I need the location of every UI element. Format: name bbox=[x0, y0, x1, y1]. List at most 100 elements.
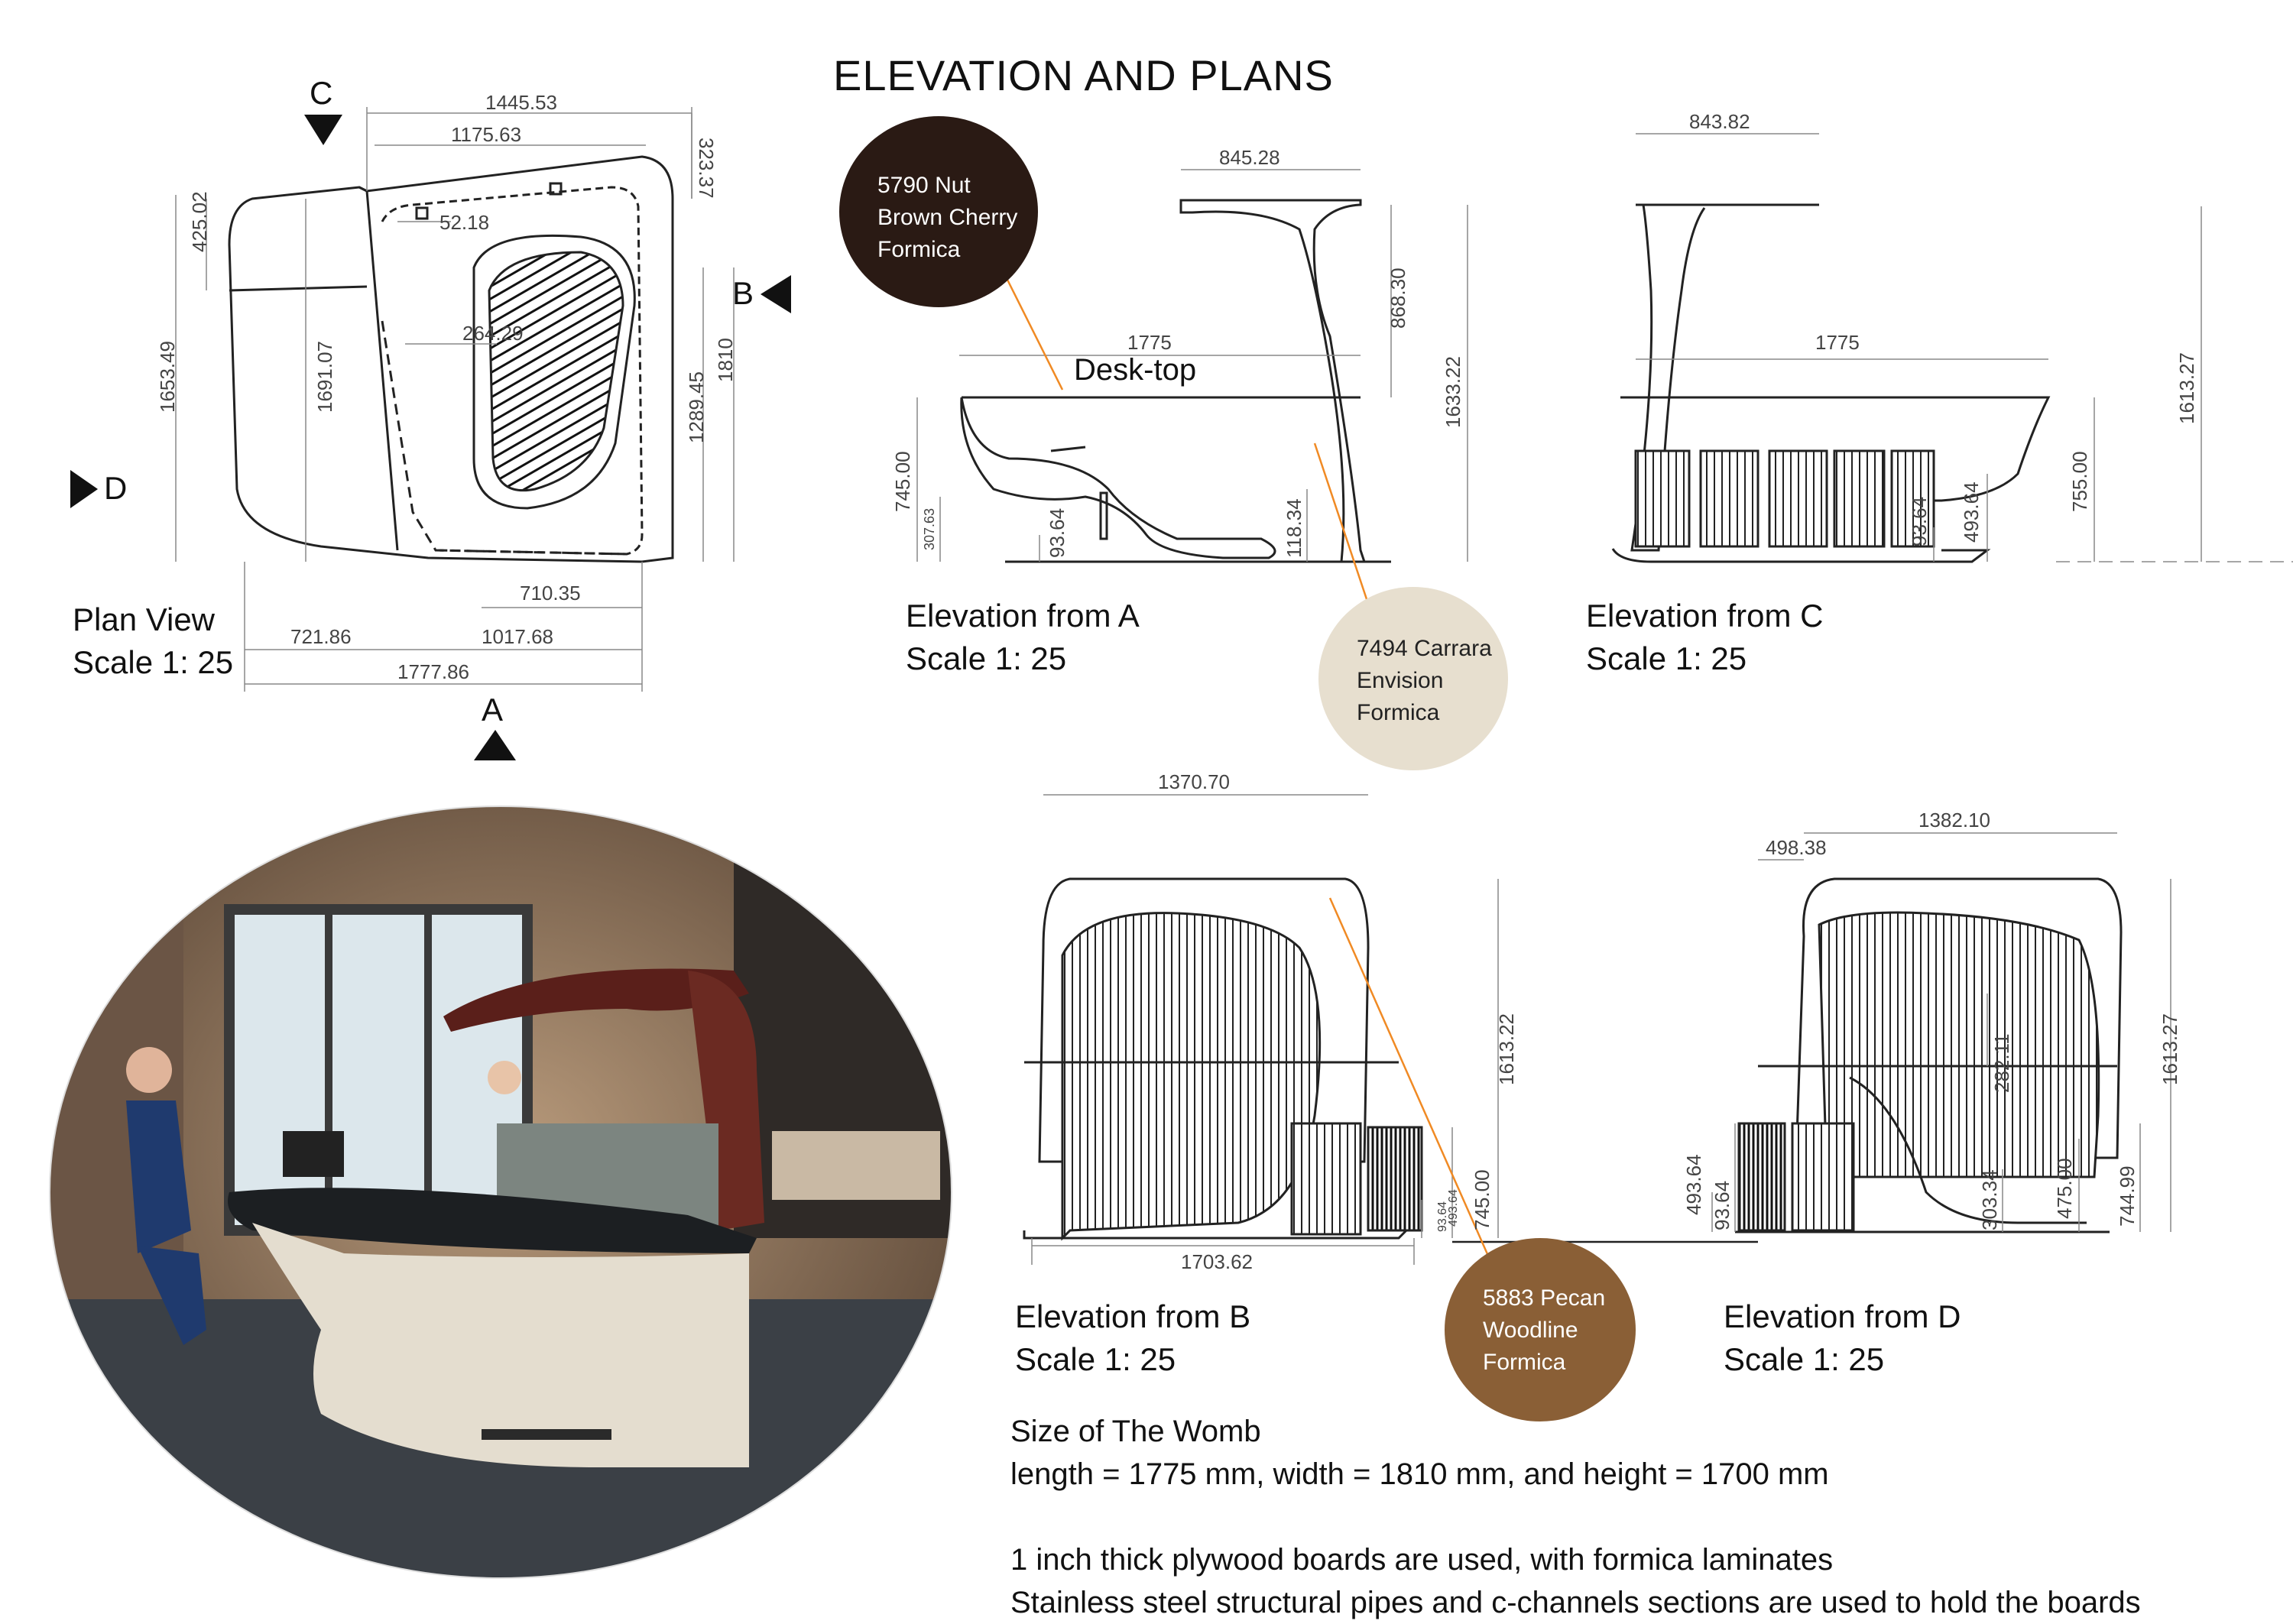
material-label-line: Woodline bbox=[1483, 1318, 1578, 1343]
material-label-line: Formica bbox=[1483, 1350, 1566, 1375]
dim-label: 1613.27 bbox=[2175, 352, 2198, 424]
marker-c-arrow bbox=[304, 115, 342, 145]
material-label-line: Formica bbox=[877, 237, 961, 262]
structure-note: Stainless steel structural pipes and c-c… bbox=[1010, 1586, 2141, 1619]
plan-caption-scale: Scale 1: 25 bbox=[73, 644, 234, 680]
dim-label: 264.29 bbox=[462, 322, 524, 345]
dim-label: 493.64 bbox=[1447, 1189, 1460, 1227]
elevation-d bbox=[1735, 877, 2123, 1233]
dim-label: 475.00 bbox=[2053, 1158, 2076, 1219]
size-heading: Size of The Womb bbox=[1010, 1415, 1261, 1448]
marker-b-arrow bbox=[761, 275, 791, 313]
marker-d-arrow bbox=[70, 470, 98, 508]
dim-label: 425.02 bbox=[188, 191, 211, 252]
dim-label: 843.82 bbox=[1689, 110, 1750, 133]
dim-label: 1810 bbox=[714, 338, 737, 382]
dim-label: 1691.07 bbox=[313, 341, 336, 413]
notes-block: Size of The Womb length = 1775 mm, width… bbox=[1010, 1410, 2141, 1624]
plan-dimension-lines bbox=[175, 107, 735, 692]
dim-label: 1613.22 bbox=[1495, 1013, 1518, 1085]
dim-label: 721.86 bbox=[290, 625, 352, 648]
marker-d-label: D bbox=[104, 470, 128, 506]
dim-label: 1703.62 bbox=[1181, 1250, 1253, 1273]
dim-label: 1382.10 bbox=[1918, 809, 1990, 831]
material-label: 5790 Nut Brown Cherry Formica bbox=[877, 170, 1017, 266]
dim-label: 710.35 bbox=[520, 582, 581, 605]
dim-label: 1633.22 bbox=[1442, 356, 1464, 428]
dim-label: 1017.68 bbox=[482, 625, 553, 648]
plan-caption: Plan View Scale 1: 25 bbox=[73, 598, 233, 684]
material-note: 1 inch thick plywood boards are used, wi… bbox=[1010, 1543, 1834, 1577]
elev-d-caption-scale: Scale 1: 25 bbox=[1724, 1341, 1885, 1377]
elev-c-caption-scale: Scale 1: 25 bbox=[1586, 640, 1747, 676]
dim-label: 1445.53 bbox=[485, 91, 557, 114]
dim-label: 1613.27 bbox=[2158, 1013, 2181, 1085]
elev-b-caption-scale: Scale 1: 25 bbox=[1015, 1341, 1176, 1377]
elevation-d-dim-lines bbox=[1711, 832, 2171, 1232]
elev-a-caption: Elevation from A Scale 1: 25 bbox=[906, 595, 1140, 680]
dim-label: 1289.45 bbox=[685, 371, 708, 443]
material-label: 5883 Pecan Woodline Formica bbox=[1483, 1282, 1605, 1379]
elevation-c-dim-lines bbox=[1636, 133, 2293, 562]
elevation-a-dim-lines bbox=[916, 169, 1468, 562]
elevation-b-hatch-panels bbox=[1290, 1122, 1423, 1236]
dim-label: 93.64 bbox=[1436, 1201, 1449, 1232]
elev-b-caption-title: Elevation from B bbox=[1015, 1298, 1251, 1334]
elevation-b bbox=[1023, 877, 1423, 1241]
material-label: 7494 Carrara Envision Formica bbox=[1357, 633, 1492, 729]
elevation-c bbox=[1611, 203, 2051, 563]
elev-d-caption: Elevation from D Scale 1: 25 bbox=[1724, 1295, 1961, 1381]
elevation-d-hatch-panels bbox=[1737, 1122, 1855, 1232]
material-label-line: Envision bbox=[1357, 668, 1444, 693]
material-swatch-carrara-envision: 7494 Carrara Envision Formica bbox=[1318, 587, 1508, 770]
elev-d-caption-title: Elevation from D bbox=[1724, 1298, 1961, 1334]
material-label-line: 5790 Nut bbox=[877, 173, 971, 198]
plan-view bbox=[228, 155, 674, 563]
dim-label: 744.99 bbox=[2116, 1165, 2139, 1227]
material-label-line: Formica bbox=[1357, 700, 1440, 725]
size-values: length = 1775 mm, width = 1810 mm, and h… bbox=[1010, 1457, 1829, 1491]
material-swatch-nut-brown-cherry: 5790 Nut Brown Cherry Formica bbox=[839, 116, 1038, 307]
page-title: ELEVATION AND PLANS bbox=[833, 51, 1334, 99]
elevation-c-hatch-panels bbox=[1634, 449, 1935, 548]
elevation-b-dim-lines bbox=[1031, 794, 1758, 1265]
dim-label: 93.64 bbox=[1046, 508, 1069, 558]
dim-label: 755.00 bbox=[2068, 451, 2091, 512]
elevation-a bbox=[960, 199, 1391, 563]
dim-label: 52.18 bbox=[439, 211, 489, 234]
dim-label: 1775 bbox=[1127, 331, 1172, 354]
dim-label: 118.34 bbox=[1283, 498, 1305, 558]
dim-label: 498.38 bbox=[1766, 836, 1827, 859]
dim-label: 1370.70 bbox=[1158, 770, 1230, 793]
dim-label: 303.34 bbox=[1978, 1169, 2001, 1230]
elev-b-caption: Elevation from B Scale 1: 25 bbox=[1015, 1295, 1250, 1381]
material-label-line: 7494 Carrara bbox=[1357, 636, 1492, 661]
dim-label: 1775 bbox=[1815, 331, 1860, 354]
desk-top-label: Desk-top bbox=[1074, 353, 1197, 387]
marker-b-label: B bbox=[732, 275, 754, 311]
dim-label: 493.64 bbox=[1682, 1154, 1705, 1215]
marker-a-arrow bbox=[474, 730, 516, 760]
elev-c-caption: Elevation from C Scale 1: 25 bbox=[1586, 595, 1823, 680]
elev-a-caption-title: Elevation from A bbox=[906, 598, 1140, 634]
dim-label: 323.37 bbox=[695, 138, 718, 199]
dim-label: 493.64 bbox=[1960, 481, 1983, 543]
dim-label: 1175.63 bbox=[451, 123, 521, 146]
dim-label: 745.00 bbox=[1471, 1169, 1494, 1230]
dim-label: 1653.49 bbox=[156, 341, 179, 413]
material-leaders bbox=[1000, 267, 1492, 1262]
dim-label: 93.64 bbox=[1908, 497, 1931, 546]
plan-caption-title: Plan View bbox=[73, 601, 216, 637]
marker-a-label: A bbox=[482, 692, 504, 728]
dim-label: 745.00 bbox=[891, 451, 914, 512]
dim-label: 307.63 bbox=[922, 508, 937, 550]
elev-a-caption-scale: Scale 1: 25 bbox=[906, 640, 1067, 676]
dim-label: 868.30 bbox=[1387, 267, 1409, 329]
elev-c-caption-title: Elevation from C bbox=[1586, 598, 1824, 634]
dim-label: 282.11 bbox=[1990, 1033, 2013, 1093]
material-swatch-pecan-woodline: 5883 Pecan Woodline Formica bbox=[1445, 1238, 1636, 1421]
marker-c-label: C bbox=[310, 75, 333, 111]
material-label-line: 5883 Pecan bbox=[1483, 1285, 1606, 1311]
